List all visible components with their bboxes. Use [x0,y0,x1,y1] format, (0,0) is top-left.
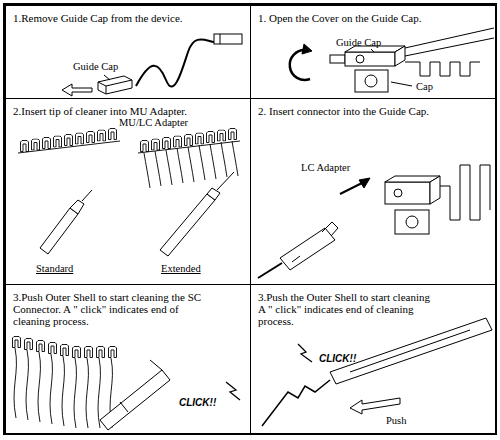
click-callout: CLICK!! [179,397,216,409]
part-label: MU/LC Adapter [119,117,188,129]
step-instruction: 2. Insert connector into the Guide Cap. [258,105,493,117]
part-label: Guide Cap [73,61,118,73]
connector-insertion [258,165,490,278]
part-label: Guide Cap [336,37,381,49]
instruction-panel: 2. Insert connector into the Guide Cap. L… [250,98,496,285]
instruction-panel: 1.Remove Guide Cap from the device. Guide… [5,5,251,99]
lc-cleaning [262,318,492,426]
step-instruction: 2.Insert tip of cleaner into MU Adapter. [13,105,248,117]
outer-frame [4,4,496,434]
step-instruction: 3.Push the Outer Shell to start cleaning… [258,291,430,327]
guide-cap-open [290,28,494,92]
instruction-panel: 3.Push the Outer Shell to start cleaning… [250,284,496,434]
step-instruction: 1.Remove Guide Cap from the device. [13,12,248,24]
part-label: Extended [161,263,201,275]
sc-cleaning [13,337,241,431]
step-instruction: 1. Open the Cover on the Guide Cap. [258,12,493,24]
step-instruction: 3.Push Outer Shell to start cleaning the… [13,291,218,327]
instruction-panel: 3.Push Outer Shell to start cleaning the… [5,284,251,434]
adapter-cleaners [18,129,240,257]
click-callout: CLICK!! [319,353,356,365]
instruction-panel: 2.Insert tip of cleaner into MU Adapter.… [5,98,251,285]
part-label: Standard [36,263,73,275]
part-label: LC Adapter [301,162,350,174]
guide-cap-removal [62,34,242,96]
part-label: Push [386,415,406,427]
part-label: Cap [416,81,433,93]
instruction-panel: 1. Open the Cover on the Guide Cap. Guide… [250,5,496,99]
